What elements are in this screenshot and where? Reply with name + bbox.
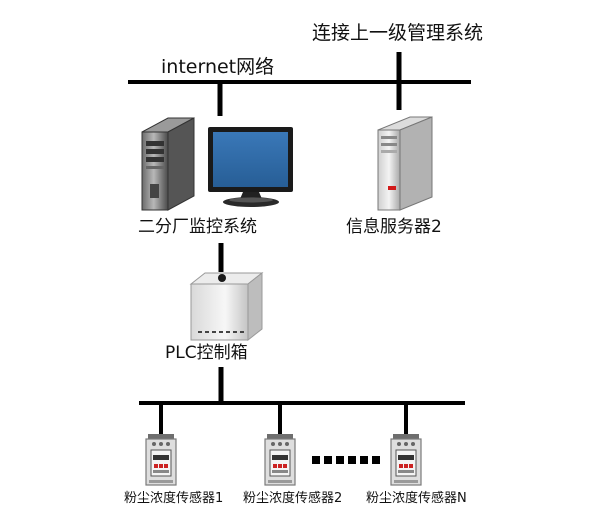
server-icon <box>377 116 433 211</box>
sensor-1-label: 粉尘浓度传感器1 <box>124 491 224 506</box>
lcd-monitor-icon <box>208 127 293 207</box>
ellipsis-dots <box>312 456 380 464</box>
dust-sensor-icon <box>264 434 296 486</box>
plc-box-label: PLC控制箱 <box>165 343 248 363</box>
upper-system-label: 连接上一级管理系统 <box>312 22 484 44</box>
pc-tower-icon <box>141 117 195 211</box>
dust-sensor-icon <box>390 434 422 486</box>
internet-label: internet网络 <box>161 56 275 78</box>
monitor-system-label: 二分厂监控系统 <box>138 217 257 237</box>
sensor-2-label: 粉尘浓度传感器2 <box>243 491 343 506</box>
info-server-label: 信息服务器2 <box>346 217 442 237</box>
sensor-n-label: 粉尘浓度传感器N <box>366 491 467 506</box>
dust-sensor-icon <box>145 434 177 486</box>
plc-control-box-icon <box>189 271 264 342</box>
network-lines <box>128 52 471 434</box>
